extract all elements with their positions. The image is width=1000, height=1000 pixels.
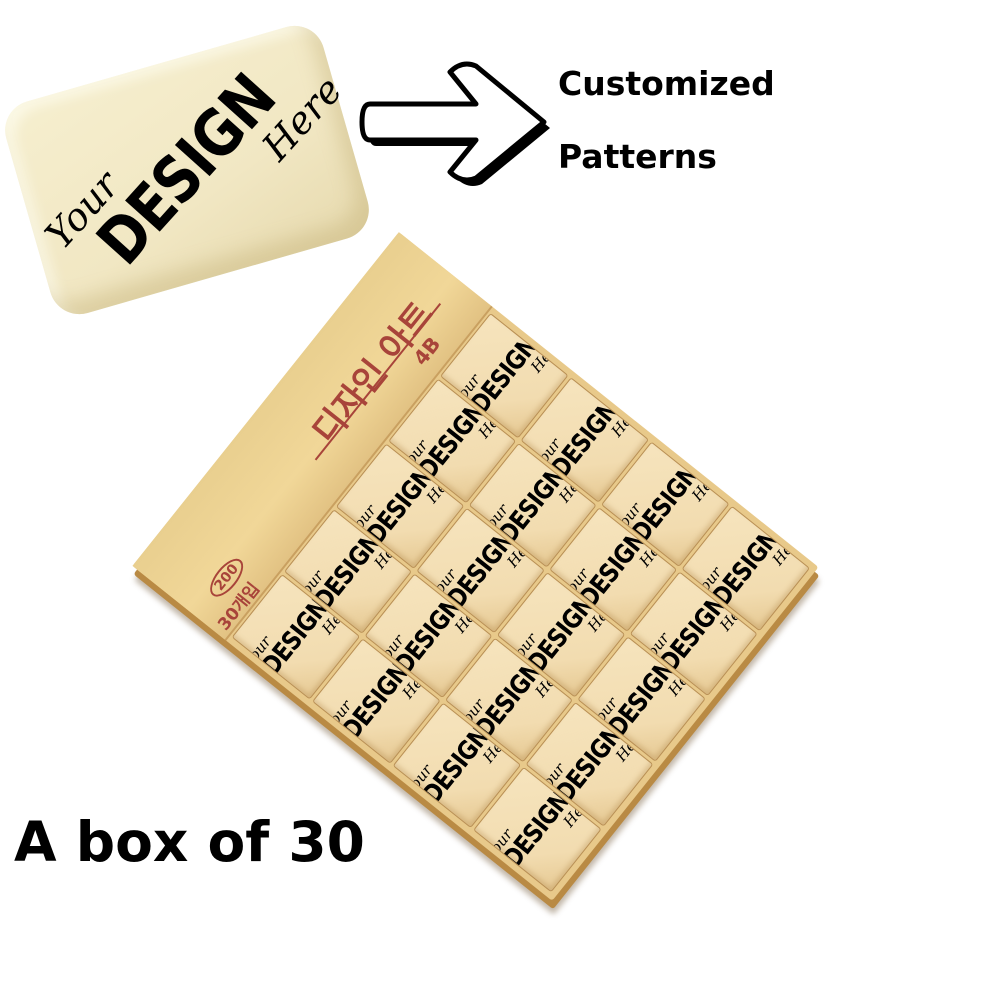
arrow-right-icon bbox=[359, 61, 550, 186]
caption-box-of-30: A box of 30 bbox=[14, 810, 365, 874]
single-eraser: Your DESIGN Here bbox=[0, 18, 376, 322]
design-label: Your DESIGN Here bbox=[37, 24, 351, 316]
caption-customized: Customized bbox=[558, 64, 775, 103]
caption-patterns: Patterns bbox=[558, 137, 717, 176]
